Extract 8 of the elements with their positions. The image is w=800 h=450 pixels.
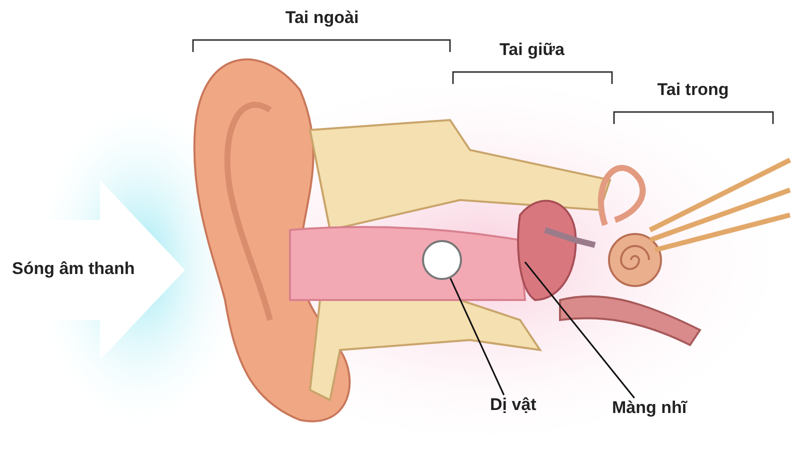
section-label: Tai trong [657,80,729,100]
leader-line [524,262,635,398]
callout-label: Dị vật [490,395,536,415]
leader-line [450,278,505,396]
arrow-label: Sóng âm thanh [12,259,135,279]
section-label: Tai giữa [500,40,564,60]
callout-label: Màng nhĩ [612,398,687,418]
section-label: Tai ngoài [285,8,359,28]
